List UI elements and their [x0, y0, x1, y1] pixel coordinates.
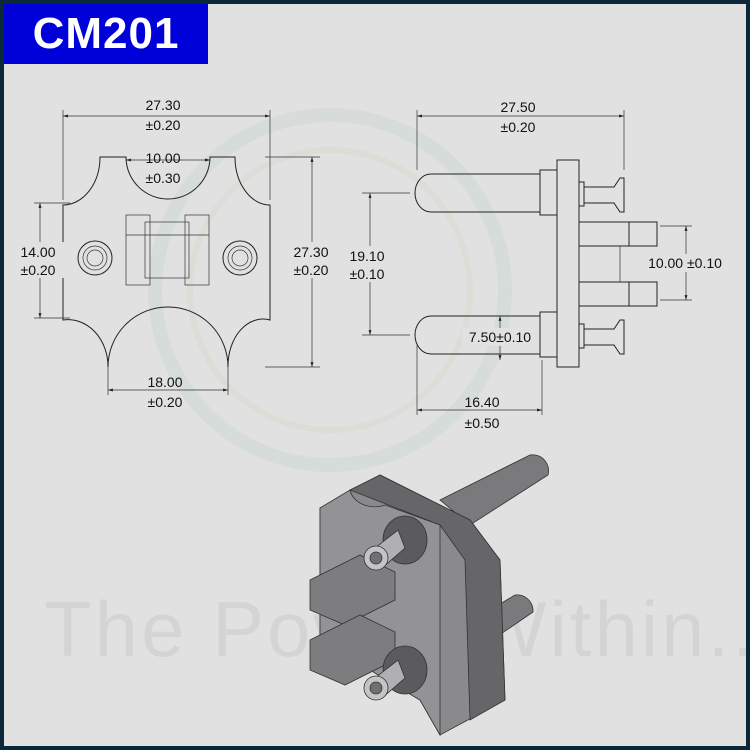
side-length-value: 27.50	[500, 99, 535, 115]
left-height-tol: ±0.20	[21, 262, 56, 278]
pin-spacing-tol: ±0.10	[350, 266, 385, 282]
pin-spacing-value: 19.10	[349, 248, 384, 264]
side-view: 27.50 ±0.20 19.10 ±0.10 10.00 ±0.10 7.50…	[342, 99, 730, 431]
top-notch-value: 10.00	[145, 150, 180, 166]
bottom-notch-tol: ±0.20	[148, 394, 183, 410]
pin-diameter-value: 7.50±0.10	[469, 329, 531, 345]
pin-length-tol: ±0.50	[465, 415, 500, 431]
technical-drawing: 27.30 ±0.20 10.00 ±0.30 14.00 ±0.20 27.3…	[14, 97, 730, 737]
pin-length-value: 16.40	[464, 394, 499, 410]
front-width-value: 27.30	[145, 97, 180, 113]
logo-watermark	[148, 108, 512, 472]
drawing-sheet: CM201 The Power Within... 27.30 ±0.20	[4, 4, 746, 746]
bottom-notch-value: 18.00	[147, 374, 182, 390]
isometric-view	[309, 454, 549, 737]
side-length-tol: ±0.20	[501, 119, 536, 135]
model-badge: CM201	[4, 4, 208, 64]
top-notch-tol: ±0.30	[146, 170, 181, 186]
front-width-tol: ±0.20	[146, 117, 181, 133]
overall-height-tol: ±0.20	[294, 262, 329, 278]
front-view: 27.30 ±0.20 10.00 ±0.30 14.00 ±0.20 27.3…	[14, 97, 338, 410]
left-height-value: 14.00	[20, 244, 55, 260]
overall-height-value: 27.30	[293, 244, 328, 260]
tab-spacing-value: 10.00 ±0.10	[648, 255, 722, 271]
